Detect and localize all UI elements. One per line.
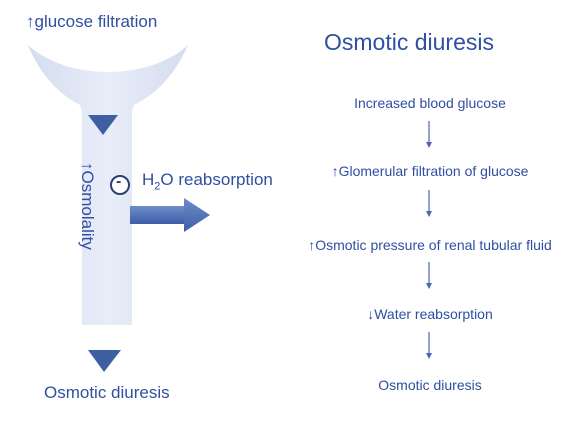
inhibit-circle xyxy=(110,175,130,195)
down-arrow-bottom xyxy=(88,350,121,372)
flow-step-4: ↓Water reabsorption xyxy=(367,306,493,322)
h2o-arrow xyxy=(130,198,210,232)
osmolality-label: ↑Osmolality xyxy=(78,162,97,250)
flow-arrows xyxy=(426,121,432,359)
down-arrow-top xyxy=(88,115,118,135)
flow-step-3: ↑Osmotic pressure of renal tubular fluid xyxy=(308,237,552,253)
h2o-reabsorption-label: H2O reabsorption xyxy=(142,170,273,192)
osmotic-diuresis-left-label: Osmotic diuresis xyxy=(44,383,170,402)
flow-step-1: Increased blood glucose xyxy=(354,95,506,111)
flow-step-5: Osmotic diuresis xyxy=(378,377,482,393)
flow-step-2: ↑Glomerular filtration of glucose xyxy=(331,163,529,179)
h2o-rest: O reabsorption xyxy=(160,170,273,189)
h2o-sub: 2 xyxy=(154,180,161,193)
funnel-tube xyxy=(28,45,188,325)
flowchart-title: Osmotic diuresis xyxy=(324,29,494,55)
h2o-h: H xyxy=(142,170,155,189)
inhibit-sign: - xyxy=(116,173,122,190)
glucose-filtration-label: ↑glucose filtration xyxy=(26,12,158,31)
